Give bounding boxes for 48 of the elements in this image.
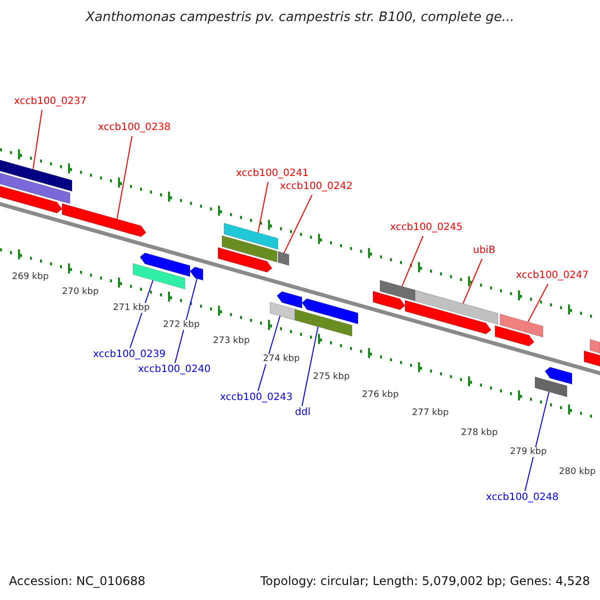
leader-line (258, 182, 268, 234)
leader-line (174, 278, 198, 364)
leader-line (462, 258, 482, 304)
gene-feature (62, 203, 146, 237)
tick-label: 276 kbp (362, 390, 399, 400)
gene-label: xccb100_0238 (98, 122, 171, 133)
gene-label: xccb100_0245 (390, 222, 463, 233)
tick-label: 275 kbp (313, 372, 350, 382)
title: Xanthomonas campestris pv. campestris str. B100, complete ge... (84, 10, 516, 25)
gene-label: xccb100_0241 (236, 168, 309, 179)
gene-feature (270, 302, 296, 320)
gene-label: xccb100_0240 (138, 364, 211, 375)
gene-feature (404, 300, 492, 334)
tick-label: 272 kbp (163, 320, 200, 330)
tick-label: 280 kbp (559, 467, 596, 477)
tick-label: 279 kbp (510, 447, 547, 457)
gene-feature (278, 251, 290, 266)
tick-label: 278 kbp (461, 428, 498, 438)
leader-line (284, 194, 312, 254)
gene-feature (380, 280, 416, 302)
tick-label: 269 kbp (12, 272, 49, 282)
gene-feature (414, 290, 498, 325)
gene-label: xccb100_0248 (486, 492, 559, 503)
gene-label: xccb100_0243 (220, 392, 293, 403)
genome-summary: Topology: circular; Length: 5,079,002 bp; Genes: 4,528 (260, 574, 590, 588)
gene-label: ubiB (473, 245, 496, 256)
gene-feature (294, 308, 352, 337)
gene-feature (500, 314, 544, 338)
leader-line (116, 136, 132, 220)
gene-label: xccb100_0247 (516, 270, 589, 281)
leader-line (302, 326, 318, 406)
gene-label: xccb100_0239 (93, 349, 166, 360)
gene-feature (132, 263, 186, 290)
tick-label: 271 kbp (113, 303, 150, 313)
gene-label: xccb100_0237 (14, 96, 87, 107)
leader-line (130, 280, 154, 348)
gene-label: ddl (295, 407, 310, 418)
gene-feature (224, 222, 278, 250)
gene-feature (190, 266, 204, 280)
accession-text: Accession: NC_010688 (9, 574, 146, 588)
gene-feature (0, 160, 72, 192)
tick-label: 277 kbp (412, 408, 449, 418)
tick-label: 274 kbp (263, 354, 300, 364)
leader-line (528, 284, 548, 322)
gene-label: xccb100_0242 (280, 181, 353, 192)
tick-label: 270 kbp (62, 287, 99, 297)
leader-line (402, 236, 424, 287)
tick-label: 273 kbp (213, 336, 250, 346)
